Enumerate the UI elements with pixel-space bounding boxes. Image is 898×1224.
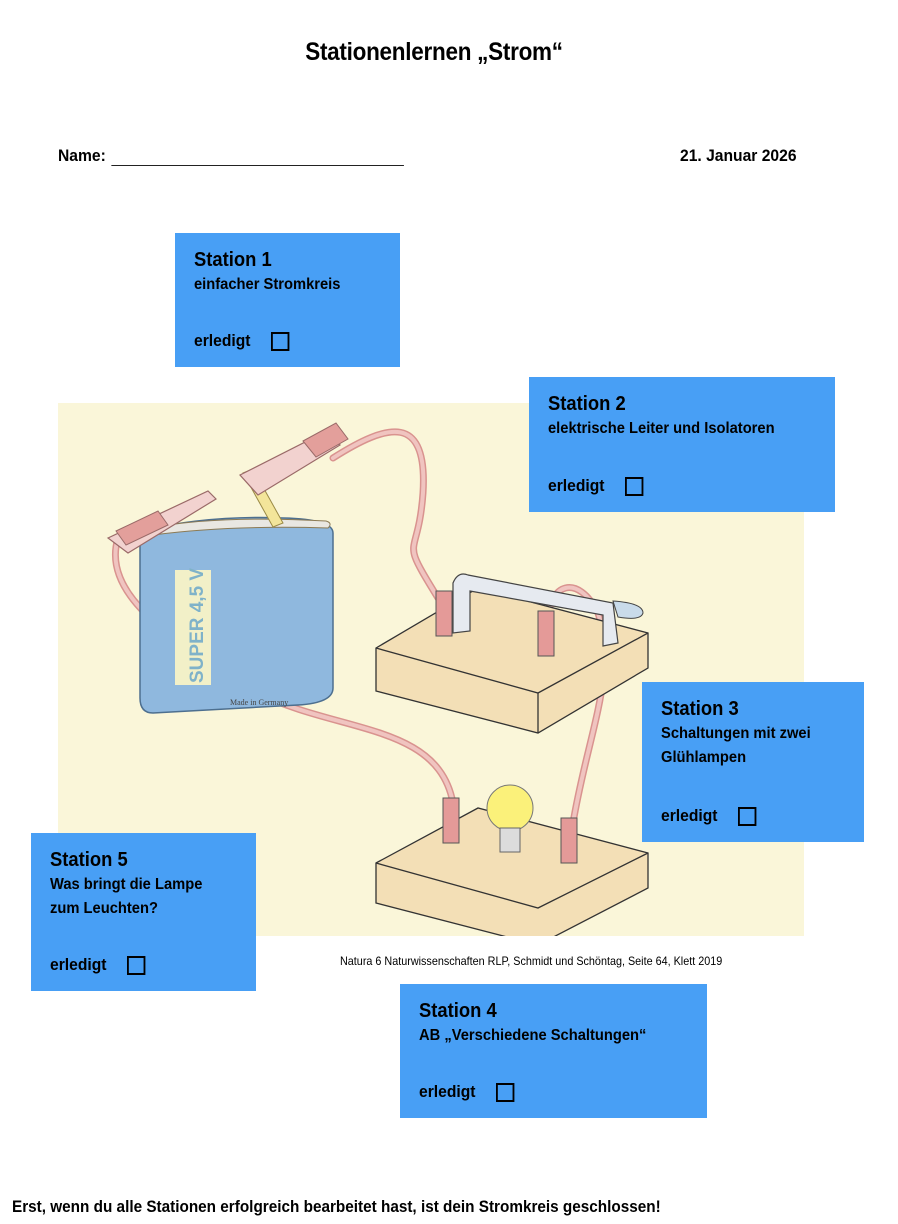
light-bulb	[486, 784, 534, 832]
station-card-2: Station 2 elektrische Leiter und Isolato…	[529, 377, 835, 512]
station-card-1: Station 1 einfacher Stromkreis erledigt	[175, 233, 400, 367]
battery: SUPER 4,5 V Made in Germany	[139, 468, 334, 714]
bulb-base	[499, 827, 521, 853]
station-description-line-2: zum Leuchten?	[50, 900, 158, 917]
done-checkbox[interactable]	[738, 806, 757, 826]
cable-battery-to-switch-inner	[331, 429, 440, 600]
lamp-socket-left	[442, 797, 460, 844]
switch-board	[375, 573, 649, 734]
station-description: einfacher Stromkreis	[194, 276, 341, 293]
name-field[interactable]	[111, 147, 404, 166]
page-title: Stationenlernen „Strom“	[305, 38, 563, 66]
station-description-line-2: Glühlampen	[661, 749, 747, 766]
battery-label: SUPER 4,5 V	[187, 568, 208, 683]
footer-note: Erst, wenn du alle Stationen erfolgreich…	[12, 1197, 661, 1216]
station-card-4: Station 4 AB „Verschiedene Schaltungen“ …	[400, 984, 707, 1118]
station-title: Station 5	[50, 849, 128, 871]
done-label: erledigt	[661, 806, 718, 825]
station-description: elektrische Leiter und Isolatoren	[548, 420, 775, 437]
done-label: erledigt	[419, 1082, 476, 1101]
clip-right	[239, 422, 349, 496]
image-credit: Natura 6 Naturwissenschaften RLP, Schmid…	[340, 954, 723, 968]
circuit-drawing: SUPER 4,5 V Made in Germany	[106, 422, 649, 936]
station-description-line-1: Schaltungen mit zwei	[661, 725, 811, 742]
name-row: Name:	[58, 146, 404, 166]
station-description: AB „Verschiedene Schaltungen“	[419, 1027, 647, 1044]
station-done-row: erledigt	[661, 806, 758, 826]
station-done-row: erledigt	[194, 331, 291, 351]
done-checkbox[interactable]	[496, 1082, 515, 1102]
switch-socket-left	[435, 590, 453, 637]
done-label: erledigt	[548, 476, 605, 495]
station-done-row: erledigt	[50, 955, 147, 975]
station-title: Station 2	[548, 393, 626, 415]
done-checkbox[interactable]	[625, 476, 644, 496]
done-label: erledigt	[194, 331, 251, 350]
battery-sublabel: Made in Germany	[230, 698, 288, 707]
station-description-line-1: Was bringt die Lampe	[50, 876, 203, 893]
station-title: Station 1	[194, 249, 272, 271]
lamp-board	[375, 784, 649, 936]
done-checkbox[interactable]	[271, 331, 290, 351]
done-checkbox[interactable]	[127, 955, 146, 975]
station-title: Station 3	[661, 698, 739, 720]
name-label: Name:	[58, 146, 106, 165]
station-card-3: Station 3 Schaltungen mit zwei Glühlampe…	[642, 682, 864, 842]
station-done-row: erledigt	[548, 476, 645, 496]
station-title: Station 4	[419, 1000, 497, 1022]
lamp-socket-right	[560, 817, 578, 864]
station-card-5: Station 5 Was bringt die Lampe zum Leuch…	[31, 833, 256, 991]
clip-left	[106, 490, 217, 554]
switch-socket-right	[537, 610, 555, 657]
date: 21. Januar 2026	[680, 146, 797, 165]
done-label: erledigt	[50, 955, 107, 974]
station-done-row: erledigt	[419, 1082, 516, 1102]
